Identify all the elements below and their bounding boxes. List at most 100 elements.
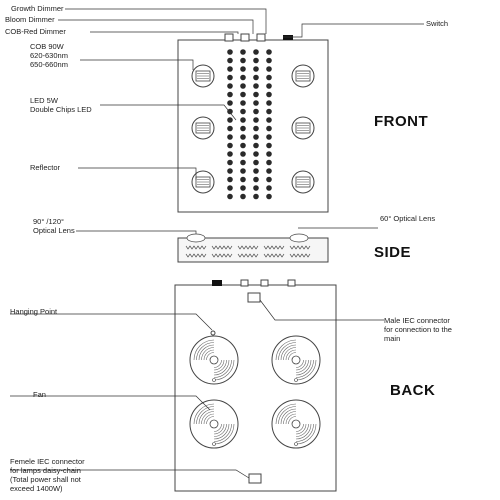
led-chip xyxy=(266,142,272,149)
side-fin-zigzag xyxy=(289,253,311,258)
led-chip xyxy=(227,193,233,200)
led-chip xyxy=(227,117,233,123)
fan-blade-arc xyxy=(193,339,215,361)
fan-blade-arc xyxy=(213,359,225,371)
led-chip xyxy=(266,57,272,64)
led-chip xyxy=(266,117,272,123)
fan-blade-arc xyxy=(295,423,309,437)
fan-blade-arc xyxy=(213,359,235,381)
led-chip xyxy=(253,100,259,106)
label-cob-red-dimmer: COB-Red Dimmer xyxy=(5,27,66,36)
fan-blade-arc xyxy=(285,349,297,361)
label-optical-left-line1: 90° /120° xyxy=(33,217,65,226)
led-chip xyxy=(240,176,246,183)
fan-blade-arc xyxy=(213,423,235,445)
label-optical-left-line2: Optical Lens xyxy=(33,226,75,235)
led-chip xyxy=(253,66,259,72)
side-panel xyxy=(177,237,329,263)
label-male-iec-line1: Male IEC connector xyxy=(384,316,450,325)
led-chip xyxy=(227,159,233,166)
led-chip xyxy=(227,83,233,89)
side-fin-zigzag xyxy=(185,253,207,258)
fan-blade-arc xyxy=(295,359,307,371)
view-title-side: SIDE xyxy=(374,244,412,261)
fan-blade-arc xyxy=(295,423,312,440)
led-chip xyxy=(266,176,272,183)
fan-blade-arc xyxy=(193,403,215,425)
led-chip xyxy=(240,49,246,55)
fan-blade-arc xyxy=(198,408,215,425)
fan-screw xyxy=(212,378,216,382)
back-panel xyxy=(174,284,337,492)
label-cob-line2: 620-630nm xyxy=(30,51,68,60)
fan-blade-arc xyxy=(280,408,297,425)
led-chip xyxy=(266,151,272,157)
side-fin-zigzag xyxy=(289,245,311,250)
fan-screw xyxy=(212,442,216,446)
led-chip xyxy=(253,134,259,140)
fan-blade-arc xyxy=(213,423,230,440)
led-chip xyxy=(240,134,246,140)
label-female-line4: exceed 1400W) xyxy=(10,484,63,493)
fan-blade-arc xyxy=(283,411,297,425)
fan-screw xyxy=(294,442,298,446)
label-led-line1: LED 5W xyxy=(30,96,58,105)
fan-blade-arc xyxy=(295,423,317,445)
fans-group xyxy=(189,335,321,449)
led-chip xyxy=(266,159,272,166)
label-bloom-dimmer: Bloom Dimmer xyxy=(5,15,55,24)
fan-hub xyxy=(209,419,219,429)
led-chip xyxy=(240,185,246,191)
led-chip xyxy=(240,83,246,89)
fan-blade-arc xyxy=(213,359,227,373)
led-chip xyxy=(240,91,246,98)
led-chip xyxy=(266,185,272,191)
side-fin-zigzag xyxy=(263,253,285,258)
dimmer-knob-2 xyxy=(240,33,250,42)
led-chip xyxy=(266,83,272,89)
led-chip xyxy=(253,74,259,81)
fan-blade-arc xyxy=(198,344,215,361)
side-heat-fins xyxy=(185,245,311,258)
hanging-point-dot xyxy=(210,330,216,336)
label-fan: Fan xyxy=(33,390,46,399)
side-fin-zigzag xyxy=(237,253,259,258)
fan-blade-arc xyxy=(295,423,307,435)
fan-blade-arc xyxy=(213,423,225,435)
fan-hub xyxy=(291,355,301,365)
led-chip xyxy=(266,74,272,81)
label-switch: Switch xyxy=(426,19,449,28)
led-chip xyxy=(227,74,233,81)
back-switch xyxy=(212,280,222,286)
led-chip xyxy=(266,125,272,132)
fan-blade-arc xyxy=(295,423,314,442)
led-chip xyxy=(240,151,246,157)
led-chip xyxy=(240,159,246,166)
fan-blade-arc xyxy=(275,403,297,425)
fan-blade-arc xyxy=(283,347,297,361)
label-led-line2: Double Chips LED xyxy=(30,105,92,114)
fan-blade-arc xyxy=(285,413,297,425)
led-chip xyxy=(227,168,233,174)
side-fin-zigzag xyxy=(237,245,259,250)
led-chip xyxy=(266,66,272,72)
led-chip xyxy=(227,134,233,140)
led-chip xyxy=(240,117,246,123)
led-chip xyxy=(253,151,259,157)
led-chip xyxy=(227,142,233,149)
back-knob-1 xyxy=(240,279,249,287)
led-chip xyxy=(240,142,246,149)
fan-blade-arc xyxy=(295,359,304,368)
led-chip xyxy=(227,57,233,64)
switch-block xyxy=(283,35,293,40)
led-chip xyxy=(253,168,259,174)
fan-blade-arc xyxy=(196,342,215,361)
led-chip-array xyxy=(227,49,272,200)
back-knob-3 xyxy=(287,279,296,287)
led-chip xyxy=(240,74,246,81)
fan-blade-arc xyxy=(288,352,297,361)
fan-hub xyxy=(209,355,219,365)
label-hanging-point: Hanging Point xyxy=(10,307,58,316)
led-chip xyxy=(266,49,272,55)
